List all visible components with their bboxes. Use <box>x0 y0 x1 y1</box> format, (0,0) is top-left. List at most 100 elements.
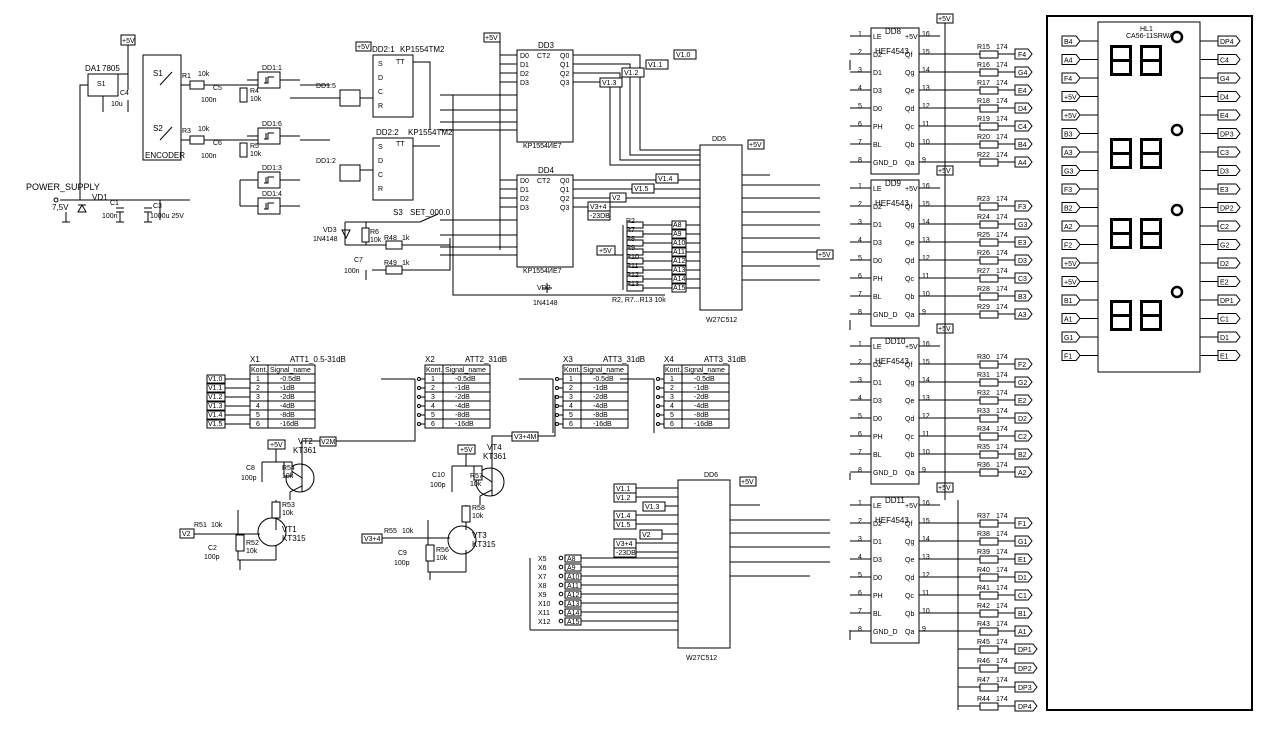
display-left-net: B4 <box>1064 39 1073 46</box>
resistor-value: 174 <box>996 134 1008 141</box>
resistor-value: 174 <box>996 62 1008 69</box>
table-cell: 4 <box>256 403 260 410</box>
svg-text:S: S <box>378 144 383 151</box>
x-jumper: X7 <box>538 574 547 581</box>
table-cell: -1dB <box>455 385 470 392</box>
decoder-pin-num: 2 <box>858 359 862 366</box>
display-left-net: +5V <box>1064 280 1077 287</box>
resnet-r-label: R2 <box>626 218 635 225</box>
decoder-pin-num: 4 <box>858 85 862 92</box>
table-cell: 2 <box>670 385 674 392</box>
table-cell: 1 <box>256 376 260 383</box>
decoder-pin-right: Qb <box>905 142 914 149</box>
svg-text:R: R <box>378 186 383 193</box>
decoder-pin-num: 14 <box>922 377 930 384</box>
dd6-input: V1.5 <box>616 522 631 529</box>
decoder-pin-num: 16 <box>922 341 930 348</box>
resistor-value: 174 <box>996 152 1008 159</box>
table-header: Kont. <box>426 367 442 374</box>
resistor-label: R27 <box>977 268 990 275</box>
segment-net: G3 <box>1018 222 1027 229</box>
decoder-pin-num: 8 <box>858 309 862 316</box>
resistor-174 <box>979 627 999 636</box>
c2-value: 100p <box>204 554 220 561</box>
decoder-pin-num: 16 <box>922 31 930 38</box>
table-conn: X3 <box>563 355 573 364</box>
vd2-value: 1N4148 <box>533 300 558 307</box>
table-cell: -2dB <box>455 394 470 401</box>
s3-label: S3 <box>393 208 403 217</box>
segment-net: G4 <box>1018 70 1027 77</box>
decoder-pin-left: D1 <box>873 539 882 546</box>
table-cell: 4 <box>431 403 435 410</box>
table-cell: -1dB <box>280 385 295 392</box>
display-right-net: C3 <box>1220 150 1229 157</box>
decoder-pin-left: D1 <box>873 222 882 229</box>
table-cell: -16dB <box>694 421 713 428</box>
regulator-pin: S1 <box>97 81 106 88</box>
table-conn: X4 <box>664 355 674 364</box>
display-left-net: B2 <box>1064 206 1073 213</box>
resistor-174 <box>979 432 999 441</box>
resistor-label: R20 <box>977 134 990 141</box>
dd6-addr: A15 <box>567 619 580 626</box>
table-cell: 3 <box>256 394 260 401</box>
gate-label-dd1-2: DD1:2 <box>316 158 336 165</box>
x-jumper: X9 <box>538 592 547 599</box>
table-cell: 5 <box>569 412 573 419</box>
r49-value: 1k <box>402 260 410 267</box>
resistor-174 <box>979 414 999 423</box>
resistor-label: R30 <box>977 354 990 361</box>
transistor-stage-2: +5V VT4 KT361 VT3 KT315 C10 100p R57 10k… <box>361 395 556 580</box>
table-cell: -4dB <box>280 403 295 410</box>
dd2-2-chip <box>372 137 414 201</box>
resnet-r-label: R8 <box>626 236 635 243</box>
resistor-label: R26 <box>977 250 990 257</box>
table-cell: 3 <box>569 394 573 401</box>
r5-label: R5 <box>250 143 259 150</box>
segment-net: A4 <box>1018 160 1027 167</box>
resistor-value: 174 <box>996 621 1008 628</box>
dd5-eprom: DD5 W27C512 +5V <box>699 136 820 324</box>
dd2-1-part: KP1554TM2 <box>400 45 445 54</box>
display-body <box>1097 21 1201 373</box>
decimal-point-icon <box>1170 30 1184 44</box>
decoder-pin-left: PH <box>873 434 883 441</box>
dd6-vcc: +5V <box>741 479 754 486</box>
gate-label: DD1:4 <box>262 191 282 198</box>
vt1-label: VT1 <box>282 525 297 534</box>
decoder-pin-left: D3 <box>873 557 882 564</box>
decoder-pin-num: 2 <box>858 49 862 56</box>
svg-text:D: D <box>378 158 383 165</box>
decoder-pin-num: 13 <box>922 554 930 561</box>
resistor-174 <box>979 292 999 301</box>
table-net: V1.4 <box>208 412 223 419</box>
resistor-value: 174 <box>996 304 1008 311</box>
resistor-network: R2, R7...R13 10k +5V R2A8R7A9R8A10R9A11R… <box>596 218 700 304</box>
display-left-net: +5V <box>1064 95 1077 102</box>
dd6-input: V3+4 <box>616 541 633 548</box>
svg-text:C: C <box>378 172 383 179</box>
c5-label: C5 <box>213 85 222 92</box>
svg-text:D1: D1 <box>520 62 529 69</box>
decoder-pin-right: Qf <box>905 204 912 211</box>
decoder-pin-num: 8 <box>858 467 862 474</box>
resnet-addr: A11 <box>673 249 685 256</box>
decoder-pin-num: 14 <box>922 67 930 74</box>
table-cell: 4 <box>670 403 674 410</box>
c6-value: 100n <box>201 153 217 160</box>
resistor-value: 174 <box>996 585 1008 592</box>
decoder-pin-num: 14 <box>922 219 930 226</box>
x-jumper: X8 <box>538 583 547 590</box>
resistor-174 <box>979 573 999 582</box>
decoder-pin-right: Qa <box>905 160 914 167</box>
c8-label: C8 <box>246 465 255 472</box>
decoder-pin-num: 15 <box>922 201 930 208</box>
dp-resistor-label: R45 <box>977 639 990 646</box>
decoder-pin-num: 2 <box>858 201 862 208</box>
decoder-chip <box>870 337 920 485</box>
svg-text:Q1: Q1 <box>560 187 569 194</box>
table-title: ATT3_31dB <box>603 355 645 364</box>
resnet-addr: A9 <box>673 231 682 238</box>
